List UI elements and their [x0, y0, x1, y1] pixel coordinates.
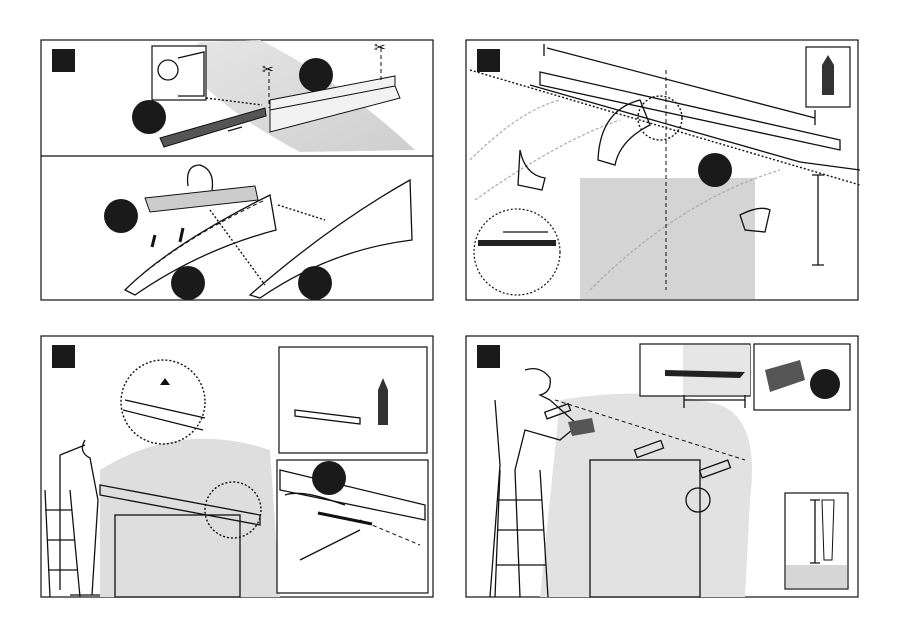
- wall-rail: [539, 71, 841, 151]
- step-number-badge: [477, 49, 500, 72]
- panel-step-4: [465, 335, 859, 598]
- detail-magnifier: [637, 95, 683, 141]
- worker-figure: [489, 367, 579, 598]
- part-label-circle: [104, 199, 138, 233]
- pencil-inset: [278, 346, 428, 454]
- detail-inset-circle: [473, 208, 561, 296]
- part-label-circle: [698, 153, 732, 187]
- worker-figure: [59, 439, 100, 596]
- part-label-circle: [132, 100, 166, 134]
- door-opening: [580, 178, 755, 299]
- dimension-line: [543, 44, 816, 125]
- pencil-icon: [822, 55, 834, 95]
- ladder-icon: [494, 469, 549, 598]
- depth-dimension: [683, 395, 746, 408]
- scissors-icon: ✂: [374, 39, 386, 55]
- door-frame: [114, 514, 241, 598]
- step-number-badge: [477, 345, 500, 368]
- drill-icon: [765, 360, 805, 392]
- arrow-icon: [227, 126, 243, 132]
- hand-icon: [517, 149, 771, 233]
- panel-step-2: [465, 39, 861, 301]
- marking-inset: [276, 459, 429, 594]
- profile-detail-inset: [151, 45, 207, 101]
- part-label-circle: [312, 461, 346, 495]
- hand-icon: [284, 492, 361, 561]
- height-dimension: [812, 174, 824, 266]
- bracket-right: [248, 178, 413, 299]
- panel-step-1: ✂ ✂: [40, 39, 434, 301]
- step-number-badge: [52, 49, 75, 72]
- gasket-profile: [159, 107, 267, 148]
- wall-plug-icon: [543, 402, 732, 479]
- detail-magnifier: [120, 359, 206, 445]
- pencil-icon: [378, 378, 388, 425]
- door-frame: [589, 459, 701, 598]
- part-label-circle: [171, 266, 205, 300]
- step-number-badge: [52, 345, 75, 368]
- ladder-icon: [44, 489, 81, 598]
- hand-icon: [597, 99, 651, 166]
- drill-mode-dial: [810, 369, 840, 399]
- part-label-circle: [299, 58, 333, 92]
- scissors-icon: ✂: [262, 61, 274, 77]
- cover-profile: [144, 185, 259, 213]
- wall-rail: [99, 484, 261, 526]
- depth-dimension: [810, 499, 820, 564]
- detail-magnifier: [204, 481, 262, 539]
- wall-area: [540, 393, 752, 597]
- wall-plug-icon: [821, 499, 835, 561]
- hand-icon: [186, 164, 214, 191]
- panel-step-3: [40, 335, 434, 598]
- drill-icon: [568, 418, 595, 436]
- wall-area: [100, 438, 280, 597]
- part-label-circle: [298, 266, 332, 300]
- wall-rail: [269, 75, 401, 133]
